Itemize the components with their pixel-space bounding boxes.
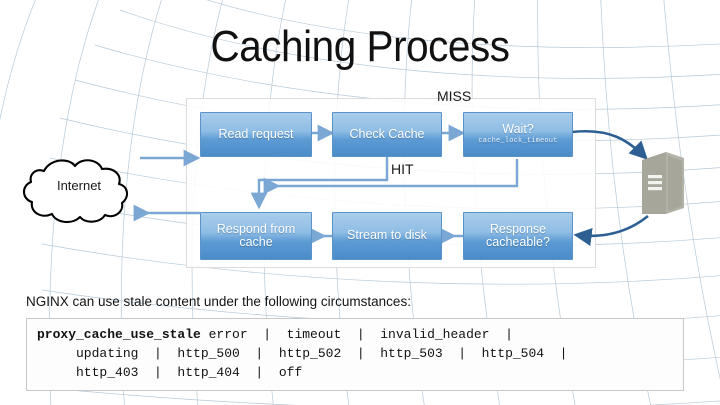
node-stream-to-disk-label: Stream to disk [347, 228, 427, 243]
node-respond-from-cache[interactable]: Respond from cache [200, 212, 312, 260]
arrow-wait-to-server [571, 129, 648, 160]
node-check-cache-label: Check Cache [349, 126, 425, 141]
node-wait-label: Wait? [502, 121, 534, 136]
page-title: Caching Process [210, 22, 510, 71]
node-wait-sublabel: cache_lock_timeout [478, 137, 558, 146]
arrow-hit-to-respond [250, 157, 389, 210]
node-wait[interactable]: Wait? cache_lock_timeout [463, 112, 573, 157]
node-respond-from-cache-label: Respond from cache [216, 221, 296, 249]
internet-label: Internet [56, 178, 102, 193]
code-directive: proxy_cache_use_stale [37, 327, 201, 342]
node-response-cacheable[interactable]: Response cacheable? [463, 212, 573, 260]
node-response-cacheable-label: Response cacheable? [486, 221, 550, 249]
caption-text: NGINX can use stale content under the fo… [26, 294, 411, 309]
flow-label-miss: MISS [437, 88, 472, 104]
node-read-request[interactable]: Read request [200, 112, 312, 157]
code-line1-rest: error | timeout | invalid_header | [200, 327, 513, 342]
node-read-request-label: Read request [218, 126, 294, 141]
arrow-server-to-cacheable [573, 214, 649, 246]
flow-label-hit: HIT [391, 161, 414, 177]
code-line2: updating | http_500 | http_502 | http_50… [37, 346, 568, 361]
node-stream-to-disk[interactable]: Stream to disk [332, 212, 442, 260]
code-block: proxy_cache_use_stale error | timeout | … [26, 318, 684, 391]
node-check-cache[interactable]: Check Cache [332, 112, 442, 157]
arrow-wait-to-respond [263, 159, 519, 195]
cloud-icon [22, 159, 128, 223]
server-icon [642, 152, 684, 214]
code-line3: http_403 | http_404 | off [37, 365, 303, 380]
